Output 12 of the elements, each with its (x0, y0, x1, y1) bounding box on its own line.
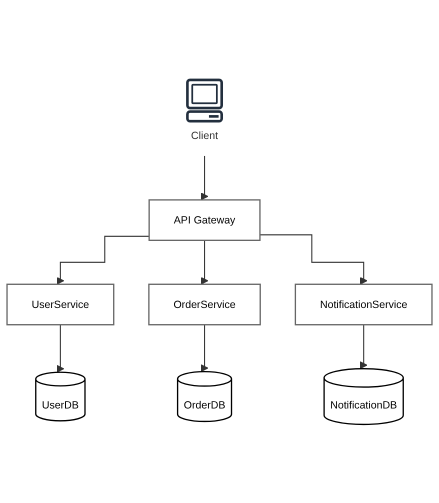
arrow (200, 240, 208, 285)
arrow (360, 324, 368, 370)
node-text: Client (191, 130, 218, 142)
arrow (200, 324, 208, 372)
arrow (56, 236, 150, 285)
node-box: API Gateway (148, 199, 261, 241)
node-box: UserService (6, 284, 114, 326)
arrow (56, 324, 64, 373)
node-box: OrderService (148, 284, 261, 326)
node-box: NotificationService (294, 284, 433, 326)
arrow (200, 155, 208, 200)
arrow (260, 234, 368, 285)
